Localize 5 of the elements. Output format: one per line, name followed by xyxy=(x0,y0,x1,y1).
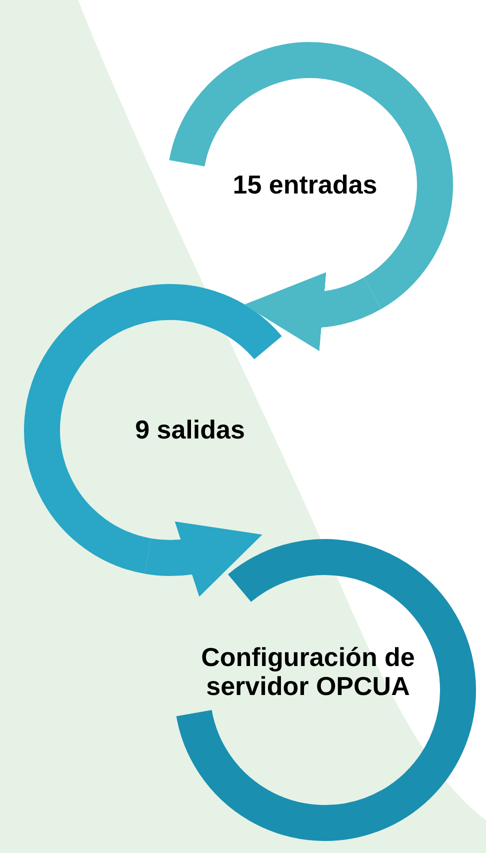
node-label: 9 salidas xyxy=(134,416,246,444)
arrow xyxy=(146,519,264,596)
node-label: 15 entradas xyxy=(232,170,378,200)
arrow xyxy=(244,270,380,350)
node-label: Configuración de servidor OPCUA xyxy=(200,643,416,701)
